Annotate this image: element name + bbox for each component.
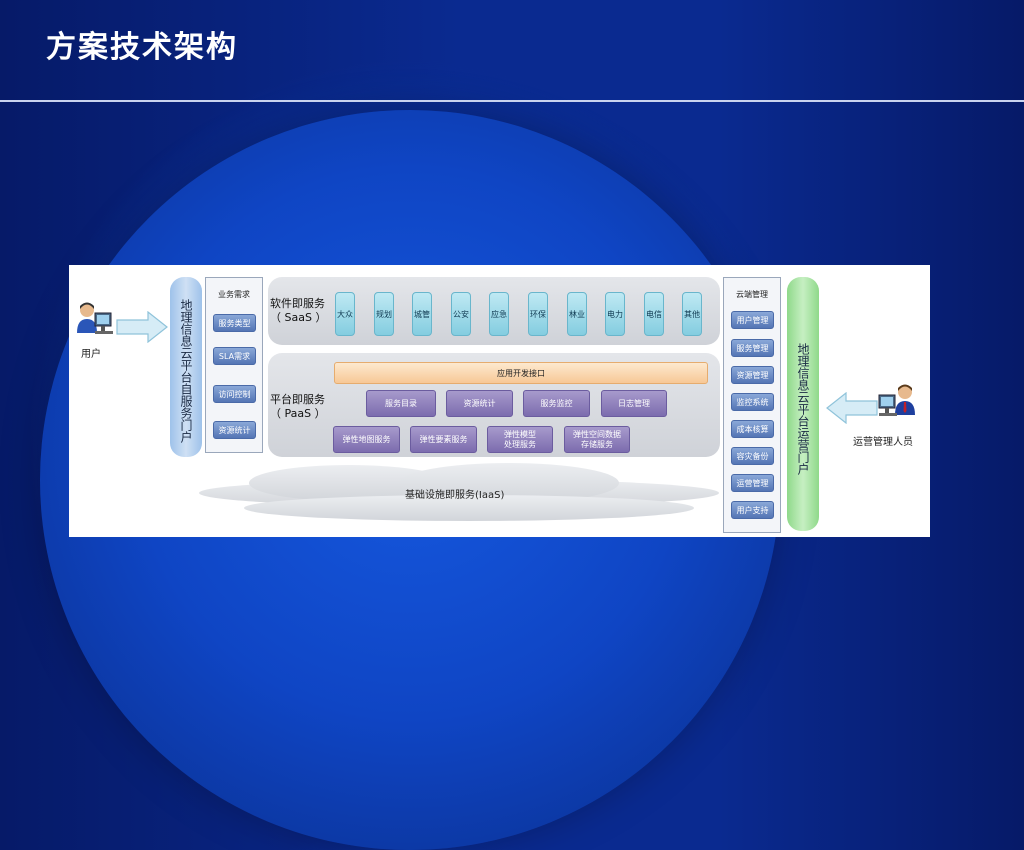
saas-tile: 林业 [567, 292, 587, 336]
slide-title: 方案技术架构 [46, 30, 238, 65]
saas-label: 软件即服务 （ SaaS ） [270, 297, 327, 324]
user-icon [77, 302, 113, 334]
title-divider [0, 100, 1024, 102]
saas-tile: 其他 [682, 292, 702, 336]
saas-tile: 电信 [644, 292, 664, 336]
business-panel: 业务需求 服务类型 SLA需求 访问控制 资源统计 [205, 277, 263, 453]
right-portal-label: 地理信息云平台运营门户 [796, 343, 810, 475]
api-bar: 应用开发接口 [334, 362, 708, 384]
left-portal-label: 地理信息云平台自服务门户 [179, 299, 193, 443]
saas-tile: 电力 [605, 292, 625, 336]
paas-service: 弹性要素服务 [410, 426, 477, 453]
iaas-cloud-puff [244, 495, 694, 521]
paas-service: 服务目录 [366, 390, 436, 417]
left-portal: 地理信息云平台自服务门户 [170, 277, 202, 457]
right-portal: 地理信息云平台运营门户 [787, 277, 819, 531]
arrow-left-icon [826, 392, 878, 424]
mgmt-item: 容灾备份 [731, 447, 774, 465]
mgmt-item: 监控系统 [731, 393, 774, 411]
business-item: 服务类型 [213, 314, 256, 332]
cloud-mgmt-header: 云端管理 [736, 290, 768, 299]
arrow-right-icon [116, 311, 168, 343]
paas-label: 平台即服务 （ PaaS ） [270, 393, 326, 420]
cloud-mgmt-panel: 云端管理 用户管理 服务管理 资源管理 监控系统 成本核算 容灾备份 运营管理 … [723, 277, 781, 533]
iaas-label: 基础设施即服务(IaaS) [405, 490, 505, 501]
mgmt-item: 用户支持 [731, 501, 774, 519]
paas-service: 弹性地图服务 [333, 426, 400, 453]
mgmt-item: 成本核算 [731, 420, 774, 438]
paas-service: 资源统计 [446, 390, 513, 417]
business-item: 访问控制 [213, 385, 256, 403]
mgmt-item: 用户管理 [731, 311, 774, 329]
mgmt-item: 资源管理 [731, 366, 774, 384]
user-label: 用户 [81, 349, 101, 360]
saas-tile: 环保 [528, 292, 548, 336]
paas-service: 服务监控 [523, 390, 590, 417]
paas-service: 弹性空间数据 存储服务 [564, 426, 630, 453]
business-item: 资源统计 [213, 421, 256, 439]
saas-tile: 公安 [451, 292, 471, 336]
saas-tile: 城管 [412, 292, 432, 336]
business-item: SLA需求 [213, 347, 256, 365]
admin-label: 运营管理人员 [853, 437, 913, 448]
saas-tile: 规划 [374, 292, 394, 336]
mgmt-item: 运营管理 [731, 474, 774, 492]
saas-tile: 应急 [489, 292, 509, 336]
architecture-diagram: 用户 地理信息云平台自服务门户 业务需求 服务类型 SLA需求 访问控制 资源统… [69, 265, 930, 537]
admin-icon [878, 384, 915, 416]
mgmt-item: 服务管理 [731, 339, 774, 357]
saas-tile: 大众 [335, 292, 355, 336]
paas-service: 日志管理 [601, 390, 667, 417]
paas-service: 弹性模型 处理服务 [487, 426, 553, 453]
business-header: 业务需求 [218, 290, 250, 299]
